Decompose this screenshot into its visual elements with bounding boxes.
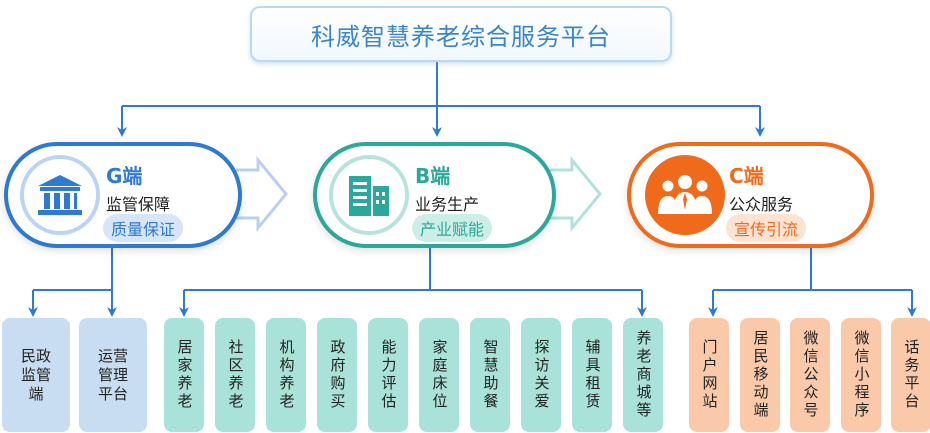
b-child: 居家养老 (164, 318, 204, 432)
g-tag: 质量保证 (103, 214, 184, 242)
b-child: 探访关爱 (521, 318, 561, 432)
g-child-label: 民政 监管 端 (20, 346, 51, 403)
platform-title: 科威智慧养老综合服务平台 (250, 6, 672, 62)
c-child: 微信小程序 (841, 318, 881, 432)
c-child: 门户网站 (689, 318, 729, 432)
c-title: C端 (729, 164, 764, 188)
b-child: 机构养老 (266, 318, 306, 432)
g-child: 运营 管理 平台 (79, 318, 147, 432)
b-child: 辅具租赁 (572, 318, 612, 432)
c-tag: 宣传引流 (726, 214, 807, 242)
b-child: 社区养老 (215, 318, 255, 432)
g-title: G端 (106, 164, 143, 188)
buildings-icon (329, 155, 409, 235)
b-child: 能力评估 (368, 318, 408, 432)
b-subtitle: 业务生产 (415, 195, 480, 214)
chevron-right-icon (550, 155, 602, 233)
c-subtitle: 公众服务 (729, 195, 794, 214)
g-section-card: G端 监管保障 质量保证 (4, 142, 242, 248)
government-building-icon (20, 155, 100, 235)
c-child: 话务平台 (891, 318, 930, 432)
b-child: 政府购买 (317, 318, 357, 432)
b-child: 养老商城等 (623, 318, 663, 432)
c-child: 微信公众号 (790, 318, 830, 432)
b-section-card: B端 业务生产 产业赋能 (313, 142, 556, 248)
g-child: 民政 监管 端 (2, 318, 70, 432)
b-title: B端 (415, 164, 451, 188)
b-child: 智慧助餐 (470, 318, 510, 432)
chevron-right-icon (236, 155, 288, 233)
g-subtitle: 监管保障 (106, 195, 171, 214)
b-child: 家庭床位 (419, 318, 459, 432)
c-section-card: C端 公众服务 宣传引流 (627, 142, 874, 248)
b-tag: 产业赋能 (412, 214, 493, 242)
g-child-label: 运营 管理 平台 (97, 346, 128, 403)
people-group-icon (645, 155, 725, 235)
c-child: 居民移动端 (740, 318, 780, 432)
